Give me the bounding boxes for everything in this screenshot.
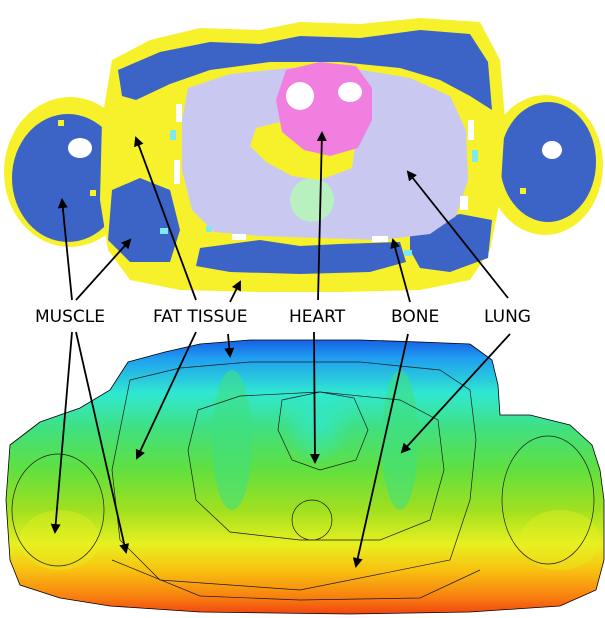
- label-fat-tissue: FAT TISSUE: [153, 307, 247, 327]
- field-map: [0, 330, 605, 618]
- segmented-cross-section: [4, 18, 603, 292]
- labels: MUSCLE FAT TISSUE HEART BONE LUNG: [35, 307, 531, 327]
- arrow-muscle-back-top: [76, 240, 130, 300]
- label-bone: BONE: [391, 307, 439, 327]
- label-heart: HEART: [289, 307, 346, 327]
- arrow-heart-bottom: [314, 332, 315, 462]
- back-muscle-left: [108, 178, 180, 262]
- label-muscle: MUSCLE: [35, 307, 105, 327]
- spine: [290, 178, 334, 222]
- label-lung: LUNG: [484, 307, 531, 327]
